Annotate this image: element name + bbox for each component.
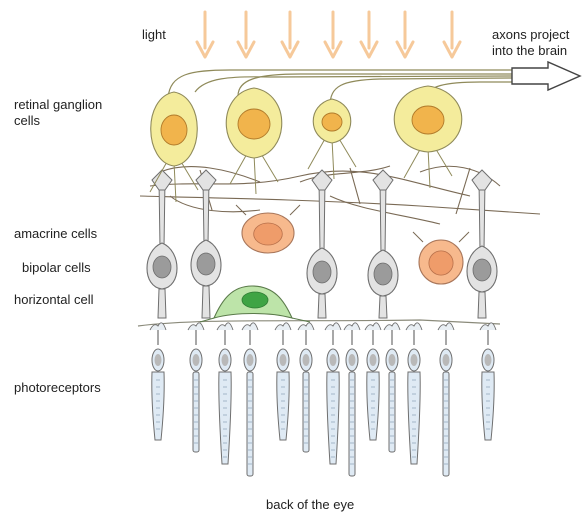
- photoreceptor: [244, 328, 256, 476]
- photoreceptor-terminal: [438, 323, 454, 330]
- ganglion-cell: [394, 86, 462, 188]
- photoreceptor-terminal: [275, 323, 291, 330]
- bipolar-cell: [368, 170, 398, 318]
- light-arrow: [238, 12, 254, 57]
- bipolar-label: bipolar cells: [22, 260, 91, 276]
- bipolar-cell: [467, 170, 497, 318]
- photoreceptor: [386, 328, 398, 452]
- back-of-eye-label: back of the eye: [266, 497, 354, 513]
- light-arrow: [325, 12, 341, 57]
- photoreceptor: [482, 328, 494, 440]
- photoreceptor-terminal: [298, 323, 314, 330]
- axon-direction-arrow: [512, 62, 580, 90]
- photoreceptor-terminal: [344, 323, 360, 330]
- photoreceptors-label: photoreceptors: [14, 380, 101, 396]
- amacrine-cell: [236, 205, 300, 253]
- photoreceptor: [367, 328, 379, 440]
- photoreceptor: [190, 328, 202, 452]
- photoreceptor-terminal: [384, 323, 400, 330]
- photoreceptor-terminal: [217, 323, 233, 330]
- light-label: light: [142, 27, 166, 43]
- photoreceptor: [327, 328, 339, 464]
- amacrine-layer: [236, 205, 469, 284]
- photoreceptor-terminal: [242, 323, 258, 330]
- ganglion-cell: [308, 99, 356, 179]
- photoreceptor-terminal: [325, 323, 341, 330]
- photoreceptor: [152, 328, 164, 440]
- bipolar-cell: [307, 170, 337, 318]
- ganglion-layer: [150, 86, 462, 202]
- amacrine-label: amacrine cells: [14, 226, 97, 242]
- bipolar-cell: [147, 170, 177, 318]
- light-arrows: [197, 12, 460, 57]
- light-arrow: [197, 12, 213, 57]
- axons-label: axons project into the brain: [492, 27, 587, 59]
- light-arrow: [361, 12, 377, 57]
- photoreceptor: [408, 328, 420, 464]
- light-arrow: [397, 12, 413, 57]
- horizontal-label: horizontal cell: [14, 292, 94, 308]
- amacrine-cell: [413, 232, 469, 284]
- photoreceptor-terminal: [188, 323, 204, 330]
- ganglion-cell: [226, 88, 282, 194]
- photoreceptor-terminal: [406, 323, 422, 330]
- photoreceptor: [300, 328, 312, 452]
- photoreceptor: [346, 328, 358, 476]
- photoreceptor-layer: [138, 320, 500, 476]
- photoreceptor: [219, 328, 231, 464]
- dendrite: [456, 168, 470, 214]
- photoreceptor-terminal: [365, 323, 381, 330]
- photoreceptor: [277, 328, 289, 440]
- ganglion-label: retinal ganglion cells: [14, 97, 126, 129]
- light-arrow: [444, 12, 460, 57]
- horizontal-cell: [200, 286, 310, 322]
- bipolar-cell: [191, 170, 221, 318]
- dendrite: [350, 168, 360, 204]
- photoreceptor: [440, 328, 452, 476]
- axon-bundle: [168, 62, 580, 106]
- horizontal-layer: [200, 286, 310, 322]
- light-arrow: [282, 12, 298, 57]
